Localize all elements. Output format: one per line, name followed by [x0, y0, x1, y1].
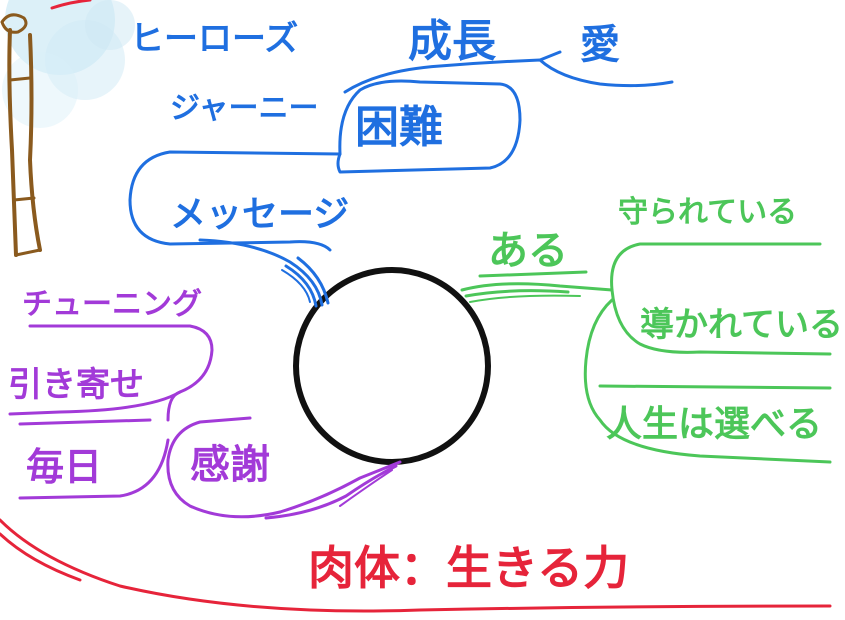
center-node [293, 267, 491, 465]
sky-splash [2, 0, 135, 128]
everyday-label: 毎日 [26, 445, 102, 489]
heroes-journey-line1: ヒーローズ [130, 19, 298, 59]
green-branch [460, 242, 832, 464]
red-arc-top [50, 0, 92, 10]
protected-label: 守られている [618, 195, 797, 230]
choose-life-label: 人生は選べる [606, 404, 822, 445]
growth-label: 成長 [408, 16, 497, 67]
gratitude-label: 感謝 [190, 442, 270, 488]
heroes-journey-line2: ジャーニー [170, 91, 319, 126]
difficulty-label: 困難 [355, 102, 443, 153]
wooden-pole [0, 13, 42, 257]
guided-label: 導かれている [640, 305, 843, 345]
attraction-label: 引き寄せ [8, 365, 144, 405]
love-label: 愛 [580, 22, 620, 68]
message-label: メッセージ [170, 194, 349, 235]
blue-branch [128, 50, 674, 308]
red-branch [0, 518, 832, 613]
tuning-label: チューニング [22, 287, 202, 322]
aru-label: ある [488, 228, 568, 274]
purple-branch [8, 324, 402, 520]
body-label: 肉体：生きる力 [308, 541, 629, 595]
